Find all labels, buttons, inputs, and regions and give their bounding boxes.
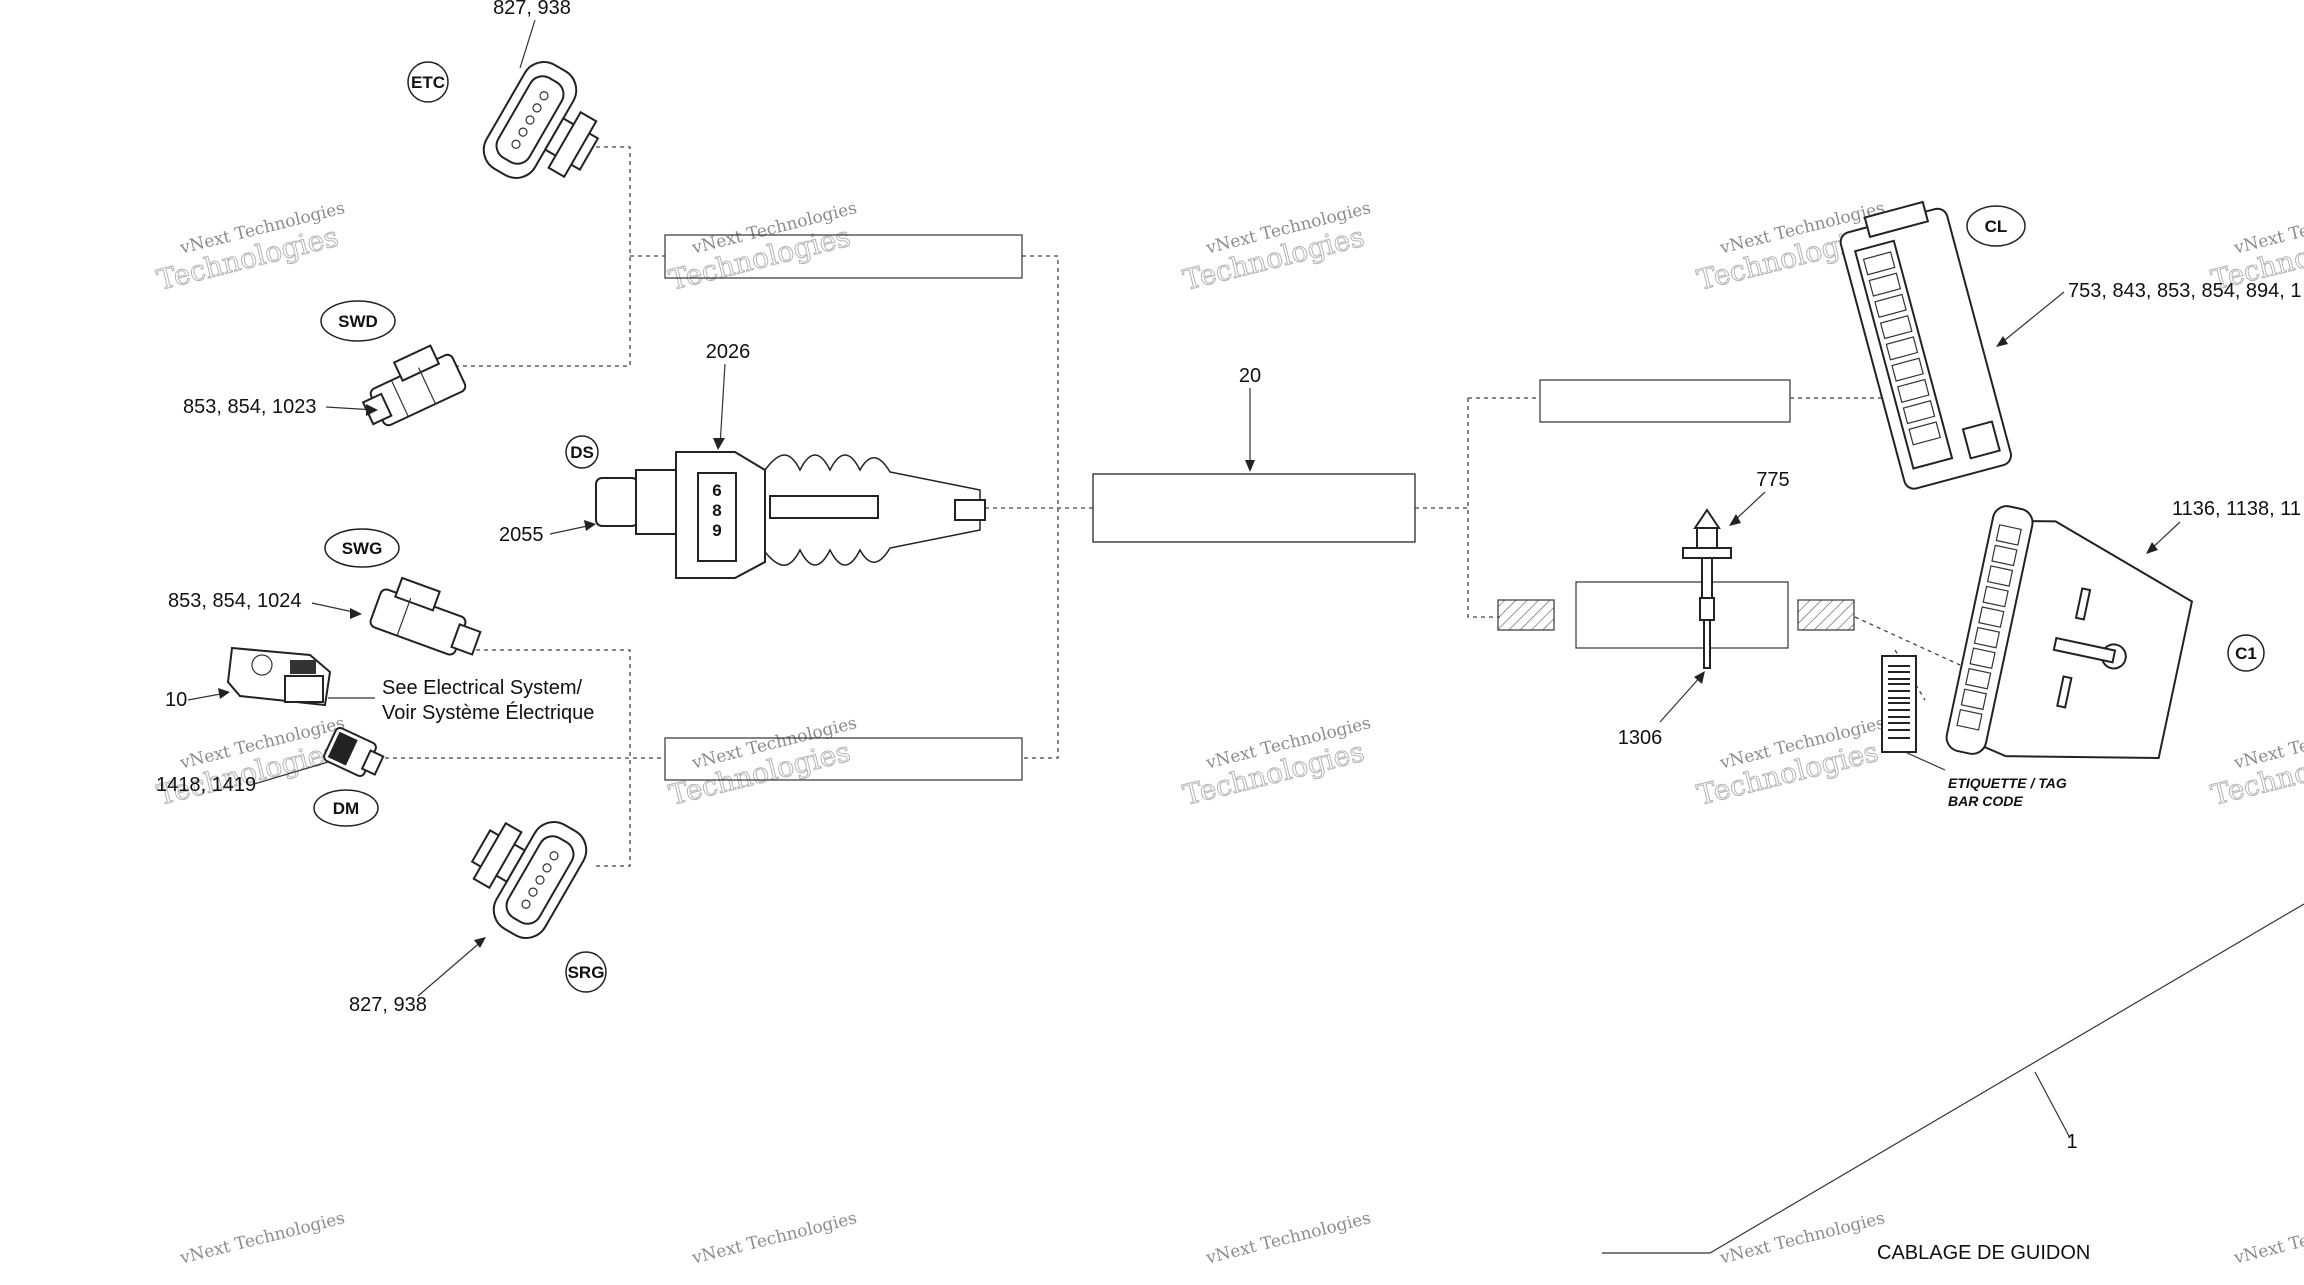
srg-tag: SRG [565, 951, 607, 993]
harness-1-leader [1602, 903, 2304, 1254]
svg-text:C1: C1 [2235, 644, 2257, 663]
cl-tag: CL [1966, 205, 2026, 247]
svg-text:CL: CL [1985, 217, 2008, 236]
harness-1-callout: 1 [2066, 1131, 2077, 1153]
svg-text:SWG: SWG [342, 539, 383, 558]
watermark: Technologies vNext Technologies [2207, 713, 2304, 812]
module-10 [226, 646, 332, 707]
svg-text:DM: DM [333, 799, 359, 818]
cl-connector [1839, 200, 2012, 490]
harness-section-lower [664, 737, 1023, 781]
main-harness-20 [1092, 473, 1416, 543]
watermark: vNext Technologies [689, 1208, 859, 1269]
tie-1306-leader [1659, 674, 1703, 723]
ds-callout: 2055 [499, 524, 544, 546]
ds-sensor [595, 451, 766, 579]
svg-text:ETC: ETC [411, 73, 445, 92]
swd-callout: 853, 854, 1023 [183, 396, 316, 418]
module-callout: 10 [165, 689, 187, 711]
swd-connector [361, 344, 467, 427]
boot-digit: 8 [712, 501, 721, 520]
electrical-note-line2: Voir Système Électrique [382, 701, 594, 724]
barcode-label [1881, 655, 1917, 753]
swd-tag: SWD [320, 300, 396, 342]
tie-clip-assembly [1497, 508, 1855, 669]
svg-text:SWD: SWD [338, 312, 378, 331]
ds-tag: DS [565, 435, 599, 469]
boot-digit: 9 [712, 521, 721, 540]
svg-text:SRG: SRG [568, 963, 605, 982]
dm-leader [253, 761, 329, 785]
diagram-title: CABLAGE DE GUIDON [1877, 1242, 2090, 1264]
watermark: Technologies vNext Technologies [153, 198, 347, 297]
srg-leader [417, 939, 484, 997]
watermark: vNext Technologies [1203, 1208, 1373, 1269]
harness-1-pointer [2034, 1071, 2071, 1139]
etc-connector [482, 61, 600, 179]
watermark: Technologies vNext Technologies [1693, 713, 1887, 812]
boot-digit: 6 [712, 481, 721, 500]
watermark: Technologies vNext Technologies [1179, 198, 1373, 297]
c1-connector [1945, 505, 2194, 759]
dm-tag: DM [313, 789, 379, 827]
watermark: Technologies vNext Technologies [665, 713, 859, 812]
wire-routing [345, 146, 1961, 867]
c1-leader [2149, 521, 2181, 551]
svg-text:vNext Technologies: vNext Technologies [689, 1208, 859, 1269]
tie-775-callout: 775 [1756, 469, 1789, 491]
svg-text:vNext Technologies: vNext Technologies [2231, 1208, 2304, 1269]
barcode-caption-1: ETIQUETTE / TAG [1948, 775, 2067, 791]
cl-leader [1999, 291, 2065, 345]
electrical-note-line1: See Electrical System/ [382, 677, 583, 699]
barcode-caption-2: BAR CODE [1948, 793, 2023, 809]
main-harness-body [1092, 473, 1416, 543]
swg-callout: 853, 854, 1024 [168, 590, 301, 612]
svg-text:vNext Technologies: vNext Technologies [1717, 1208, 1887, 1269]
etc-tag: ETC [407, 61, 449, 103]
harness-section-upper [664, 234, 1023, 279]
watermark: vNext Technologies [2231, 1208, 2304, 1269]
watermark: Technologies vNext Technologies [1179, 713, 1373, 812]
boot-leader [719, 363, 726, 447]
svg-text:vNext Technologies: vNext Technologies [1203, 1208, 1373, 1269]
harness-section-cl [1539, 379, 1791, 423]
c1-callout: 1136, 1138, 11 [2172, 498, 2301, 520]
watermark: vNext Technologies [177, 1208, 347, 1269]
c1-tag: C1 [2227, 634, 2265, 672]
svg-text:DS: DS [570, 443, 594, 462]
tie-775-leader [1732, 491, 1766, 523]
dm-connector [323, 727, 385, 777]
swg-connector [369, 576, 482, 656]
watermark: vNext Technologies [1717, 1208, 1887, 1269]
boot-callout: 2026 [706, 341, 751, 363]
ds-boot [764, 454, 986, 566]
svg-text:vNext Technologies: vNext Technologies [177, 1208, 347, 1269]
harness-20-callout: 20 [1239, 365, 1261, 387]
srg-connector [470, 821, 588, 939]
cl-callout: 753, 843, 853, 854, 894, 1 [2068, 280, 2302, 302]
watermark: Technologies vNext Technologies [665, 198, 859, 297]
ds-leader [549, 524, 593, 535]
srg-callout: 827, 938 [349, 994, 427, 1016]
tie-1306-callout: 1306 [1618, 727, 1663, 749]
swg-tag: SWG [324, 528, 400, 568]
watermark: Technologies vNext Technologies [153, 713, 347, 812]
etc-leader [519, 19, 536, 69]
barcode-leader [1904, 751, 1946, 771]
dm-callout: 1418, 1419 [156, 774, 256, 796]
etc-callout: 827, 938 [493, 0, 571, 19]
